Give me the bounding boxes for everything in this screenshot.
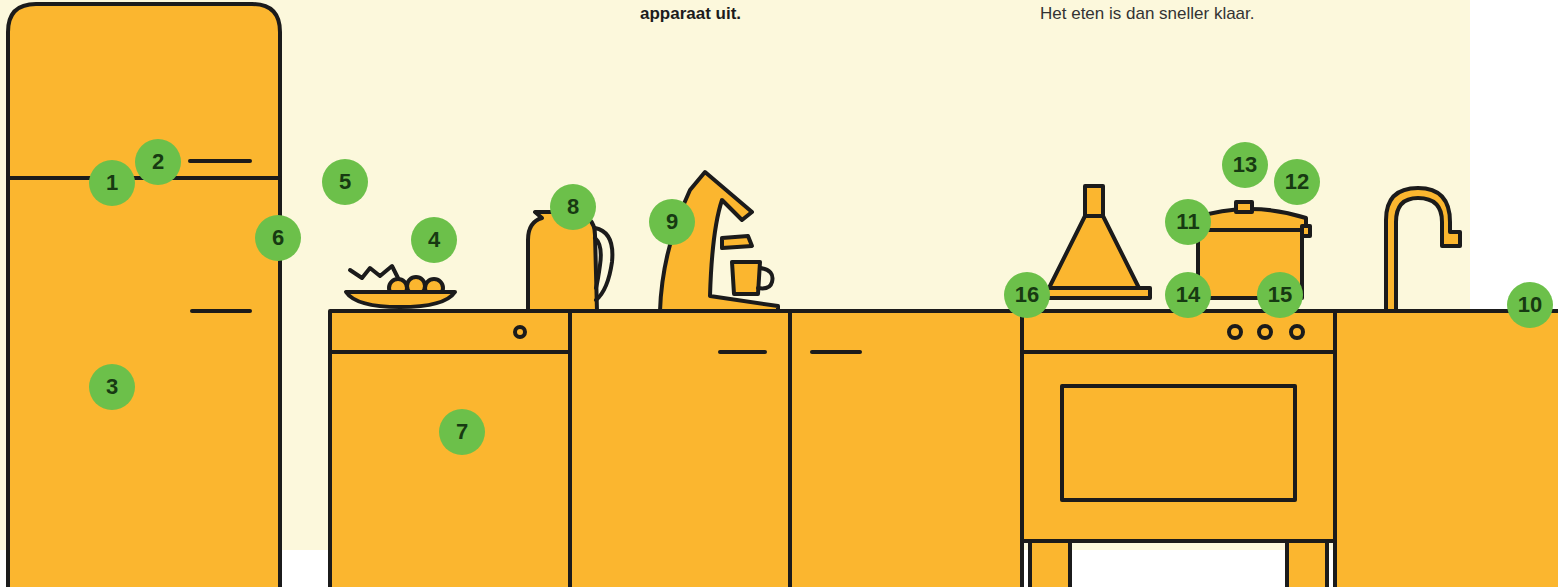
callout-circle: 14 [1165,272,1211,318]
callout-number: 2 [152,151,164,173]
callout-circle: 6 [255,215,301,261]
callout-circle: 11 [1165,199,1211,245]
callout-circle: 16 [1004,272,1050,318]
callout-number: 8 [567,196,579,218]
tip-text: apparaat uit. [640,4,741,24]
callout-circle: 4 [411,217,457,263]
callout-circle: 15 [1257,272,1303,318]
callout-number: 4 [428,229,440,251]
callout-circle: 7 [439,409,485,455]
callout-number: 3 [106,376,118,398]
callout-number: 13 [1233,154,1257,176]
callout-circle: 13 [1222,142,1268,188]
callout-circle: 2 [135,139,181,185]
callout-number: 16 [1015,284,1039,306]
callout-number: 6 [272,227,284,249]
callout-circle: 12 [1274,159,1320,205]
callout-number: 10 [1518,294,1542,316]
callout-number: 15 [1268,284,1292,306]
callout-number: 1 [106,172,118,194]
callout-circle: 3 [89,364,135,410]
tip-text: Het eten is dan sneller klaar. [1040,4,1255,24]
callout-circle: 8 [550,184,596,230]
callout-number: 11 [1176,211,1199,233]
callout-circle: 9 [649,199,695,245]
callout-number: 12 [1285,171,1309,193]
callout-number: 7 [456,421,468,443]
callout-circle: 5 [322,159,368,205]
callout-circle: 10 [1507,282,1553,328]
callout-number: 14 [1176,284,1200,306]
callout-number: 5 [339,171,351,193]
callout-number: 9 [666,211,678,233]
callout-circle: 1 [89,160,135,206]
